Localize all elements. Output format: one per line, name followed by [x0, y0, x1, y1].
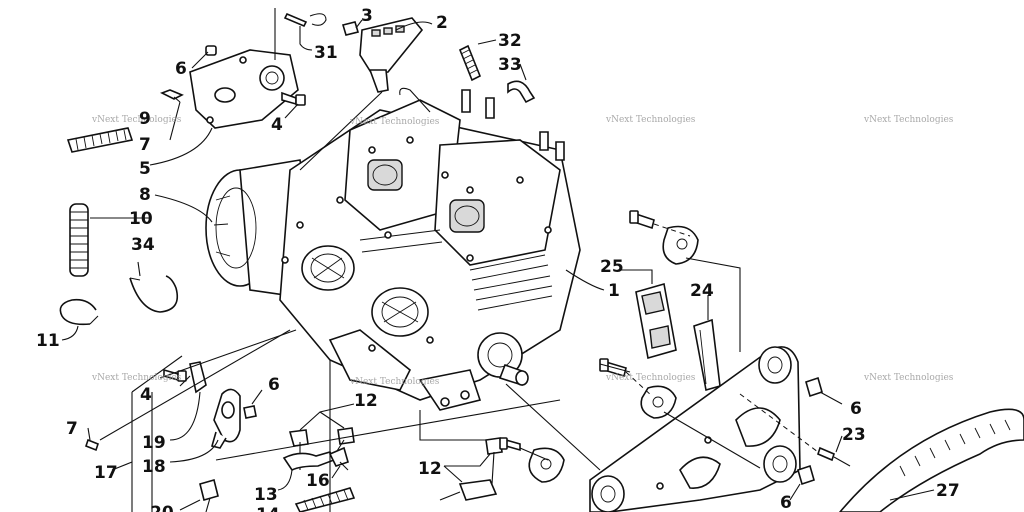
hose-part-13: [282, 451, 336, 472]
washer-right-upper: [662, 225, 699, 265]
callout-9: 9: [139, 109, 151, 129]
alignment-lines: [99, 223, 819, 512]
bracket-part-12-right: [439, 437, 503, 501]
callout-33: 33: [498, 55, 522, 75]
watermark-7: vNext Technologies: [605, 373, 696, 383]
watermark-3: vNext Technologies: [605, 115, 696, 125]
callout-34: 34: [131, 235, 155, 255]
callout-8: 8: [139, 185, 151, 205]
callout-18: 18: [142, 457, 166, 477]
callout-7-top: 7: [139, 135, 151, 155]
callout-31: 31: [314, 43, 338, 63]
leader-lines: [61, 8, 935, 512]
engine-assembly: [205, 87, 581, 411]
spring-part-14: [294, 487, 356, 512]
fitting-part-16: [328, 446, 349, 471]
callout-32: 32: [498, 31, 522, 51]
watermark-1: vNext Technologies: [91, 115, 182, 125]
callout-6-right-upper: 6: [850, 399, 862, 419]
bracket-part-19: [189, 361, 207, 394]
watermark-8: vNext Technologies: [863, 373, 954, 383]
callout-27: 27: [936, 481, 960, 501]
watermark-2: vNext Technologies: [349, 117, 440, 127]
callout-6-right-lower: 6: [780, 493, 792, 512]
callout-19: 19: [142, 433, 166, 453]
ring-part-11: [59, 298, 99, 326]
spring-part-32: [458, 44, 482, 82]
callout-12-upper: 12: [354, 391, 378, 411]
callout-6-top: 6: [175, 59, 187, 79]
watermarks: vNext Technologies vNext Technologies vN…: [91, 115, 954, 387]
callout-20: 20: [150, 503, 174, 512]
callout-17: 17: [94, 463, 118, 483]
callout-23: 23: [842, 425, 866, 445]
callout-13: 13: [254, 485, 278, 505]
callout-3: 3: [361, 6, 373, 26]
callout-7-lower: 7: [66, 419, 78, 439]
bolt-part-4-lower: [163, 368, 187, 382]
spring-part-7: [66, 127, 134, 153]
watermark-6: vNext Technologies: [349, 377, 440, 387]
washer-right-lower: [528, 447, 565, 483]
callout-4-top: 4: [271, 115, 283, 135]
callout-1: 1: [608, 281, 620, 301]
callout-6-lower-left: 6: [268, 375, 280, 395]
pin-part-23: [817, 446, 851, 467]
callout-24: 24: [690, 281, 714, 301]
bolt-part-9: [160, 89, 184, 103]
pad-part-25: [635, 282, 677, 360]
bolt-part-right-upper: [629, 210, 655, 230]
nut-part-6-right-upper: [805, 376, 823, 398]
callout-10: 10: [129, 209, 153, 229]
bolt-part-6-top: [205, 45, 217, 56]
callout-14: 14: [256, 505, 280, 512]
spring-part-10: [69, 203, 89, 277]
nut-part-3: [341, 21, 360, 36]
bracket-part-12-left: [288, 427, 355, 470]
drive-belt-part-27: [838, 408, 1024, 512]
callout-2: 2: [436, 13, 448, 33]
watermark-4: vNext Technologies: [863, 115, 954, 125]
callout-4-lower: 4: [140, 385, 152, 405]
nut-part-6-lower: [243, 405, 257, 419]
pin-part-31: [283, 12, 327, 28]
callout-5: 5: [139, 159, 151, 179]
handle-part-2: [359, 17, 424, 93]
bolt-pto-lower: [499, 437, 521, 452]
mount-plate-part-5: [189, 49, 299, 129]
callout-labels: 3 2 32 31 33 6 9 4 7 5 8 10 34 25 1 24 1…: [36, 6, 960, 512]
callout-11: 11: [36, 331, 60, 351]
callout-12-lower: 12: [418, 459, 442, 479]
watermark-5: vNext Technologies: [91, 373, 182, 383]
spacer-part-20: [199, 479, 219, 512]
hose-part-33: [507, 80, 536, 104]
callout-25: 25: [600, 257, 624, 277]
nut-part-6-right-lower: [797, 464, 815, 486]
mount-part-18: [211, 388, 241, 449]
callout-16: 16: [306, 471, 330, 491]
bolt-part-4-top: [281, 91, 306, 106]
band-part-34: [129, 275, 179, 313]
bracket-part-24: [693, 318, 721, 392]
bolt-part-7-lower: [85, 438, 99, 452]
